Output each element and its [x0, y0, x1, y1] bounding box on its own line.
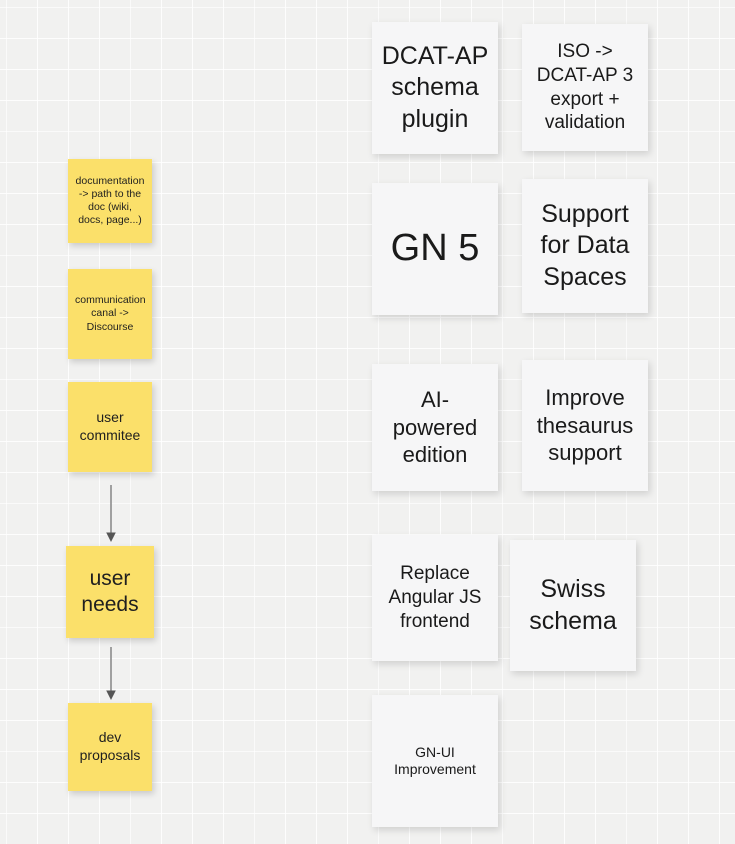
sticky-note-dev-proposals[interactable]: dev proposals: [68, 703, 152, 791]
card-text: AI-powered edition: [392, 387, 478, 468]
card-swiss-schema[interactable]: Swiss schema: [510, 540, 636, 671]
card-dcat-ap-schema-plugin[interactable]: DCAT-AP schema plugin: [372, 22, 498, 154]
card-support-for-data-spaces[interactable]: Support for Data Spaces: [522, 179, 648, 313]
card-text: Swiss schema: [529, 575, 617, 635]
arrow-head: [106, 690, 116, 700]
sticky-note-communication-canal[interactable]: communication canal -> Discourse: [68, 269, 152, 359]
card-ai-powered-edition[interactable]: AI-powered edition: [372, 364, 498, 491]
sticky-note-text: user commitee: [79, 409, 141, 443]
card-iso-dcat-ap-3-export-validation[interactable]: ISO -> DCAT-AP 3 export + validation: [522, 24, 648, 151]
card-text: ISO -> DCAT-AP 3 export + validation: [536, 41, 634, 134]
arrow-user-needs-to-dev-proposals[interactable]: [98, 645, 124, 703]
sticky-note-documentation[interactable]: documentation -> path to the doc (wiki, …: [68, 159, 152, 243]
sticky-note-user-needs[interactable]: user needs: [66, 546, 154, 638]
sticky-note-text: documentation -> path to the doc (wiki, …: [75, 174, 145, 227]
arrow-user-commitee-to-user-needs[interactable]: [98, 483, 124, 545]
sticky-note-text: communication canal -> Discourse: [75, 294, 146, 333]
card-gn-ui-improvement[interactable]: GN-UI Improvement: [372, 695, 498, 827]
card-replace-angular-js-frontend[interactable]: Replace Angular JS frontend: [372, 535, 498, 661]
card-gn-5[interactable]: GN 5: [372, 183, 498, 315]
card-text: Replace Angular JS frontend: [388, 563, 482, 632]
card-text: Improve thesaurus support: [536, 385, 634, 466]
card-text: GN 5: [390, 227, 480, 270]
card-text: Support for Data Spaces: [540, 200, 630, 291]
card-improve-thesaurus-support[interactable]: Improve thesaurus support: [522, 360, 648, 491]
card-text: DCAT-AP schema plugin: [381, 42, 489, 133]
sticky-note-text: dev proposals: [79, 729, 141, 763]
card-text: GN-UI Improvement: [394, 743, 476, 778]
sticky-note-text: user needs: [81, 566, 139, 616]
arrow-head: [106, 532, 116, 542]
sticky-note-user-commitee[interactable]: user commitee: [68, 382, 152, 472]
